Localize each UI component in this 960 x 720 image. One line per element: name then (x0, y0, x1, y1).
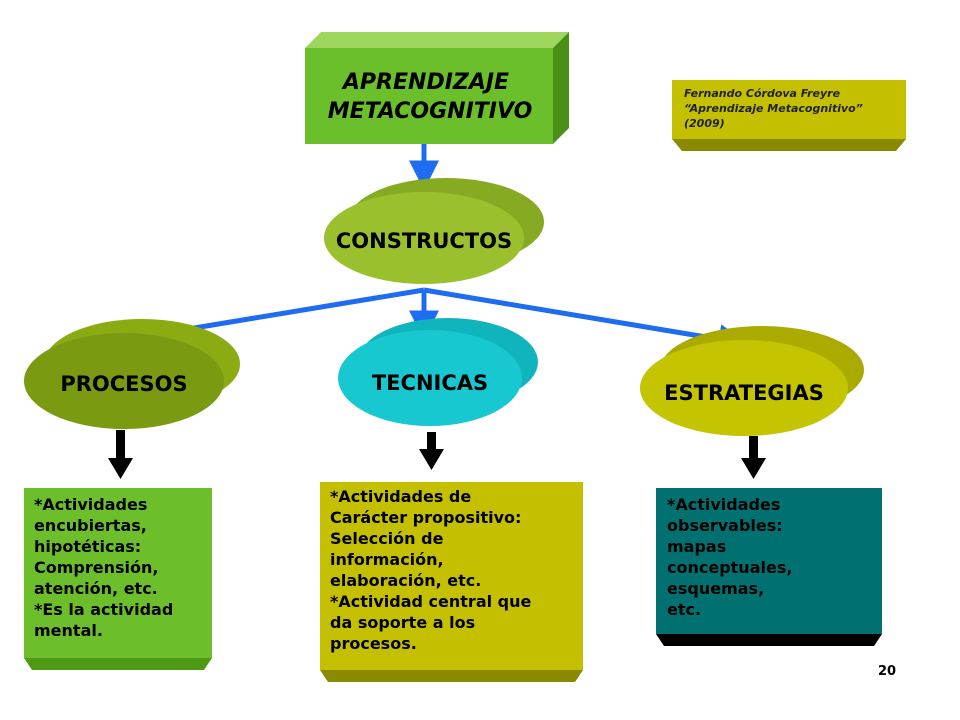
procesos-description: *Actividades encubiertas, hipotéticas: C… (34, 494, 173, 641)
title-line-1: APRENDIZAJE (341, 70, 509, 95)
description-line: atención, etc. (34, 579, 158, 598)
description-line: hipotéticas: (34, 537, 142, 556)
citation-line: (2009) (684, 117, 725, 130)
citation-box (672, 80, 906, 151)
citation-line: Fernando Córdova Freyre (684, 87, 841, 100)
description-line: encubiertas, (34, 516, 147, 535)
constructos-node: CONSTRUCTOS (324, 178, 544, 284)
arrow-estrategias-down (741, 436, 766, 479)
description-line: observables: (667, 516, 783, 535)
description-line: Comprensión, (34, 558, 159, 577)
title-line-2: METACOGNITIVO (328, 99, 533, 124)
description-line: *Actividad central que (330, 592, 532, 611)
procesos-label: PROCESOS (60, 372, 187, 396)
description-line: mental. (34, 621, 103, 640)
arrow-tecnicas-down (419, 432, 444, 470)
description-line: mapas (667, 537, 727, 556)
constructos-label: CONSTRUCTOS (336, 229, 512, 253)
description-line: da soporte a los (330, 613, 476, 632)
tecnicas-box (320, 482, 583, 682)
tecnicas-node: TECNICAS (338, 318, 538, 426)
title-box: APRENDIZAJE METACOGNITIVO (305, 32, 569, 144)
description-line: Carácter propositivo: (330, 508, 522, 527)
description-line: *Actividades de (330, 487, 472, 506)
estrategias-description: *Actividades observables: mapas conceptu… (667, 494, 792, 620)
citation-line: “Aprendizaje Metacognitivo” (684, 102, 863, 115)
arrow-procesos-down (108, 430, 133, 479)
description-line: procesos. (330, 634, 417, 653)
page-number: 20 (878, 664, 897, 679)
procesos-node: PROCESOS (24, 319, 240, 429)
procesos-box (24, 488, 212, 670)
description-line: conceptuales, (667, 558, 793, 577)
description-line: Selección de (330, 529, 444, 548)
description-line: *Actividades (667, 495, 781, 514)
description-line: esquemas, (667, 579, 765, 598)
estrategias-node: ESTRATEGIAS (640, 326, 864, 436)
citation-text: Fernando Córdova Freyre “Aprendizaje Met… (684, 86, 863, 131)
description-line: *Es la actividad (34, 600, 174, 619)
tecnicas-label: TECNICAS (372, 371, 488, 395)
estrategias-box (656, 488, 882, 646)
description-line: elaboración, etc. (330, 571, 482, 590)
estrategias-label: ESTRATEGIAS (664, 381, 824, 405)
description-line: información, (330, 550, 444, 569)
arrow-to-estrategias (423, 287, 749, 354)
description-line: etc. (667, 600, 702, 619)
description-line: *Actividades (34, 495, 148, 514)
tecnicas-description: *Actividades de Carácter propositivo: Se… (330, 486, 531, 654)
